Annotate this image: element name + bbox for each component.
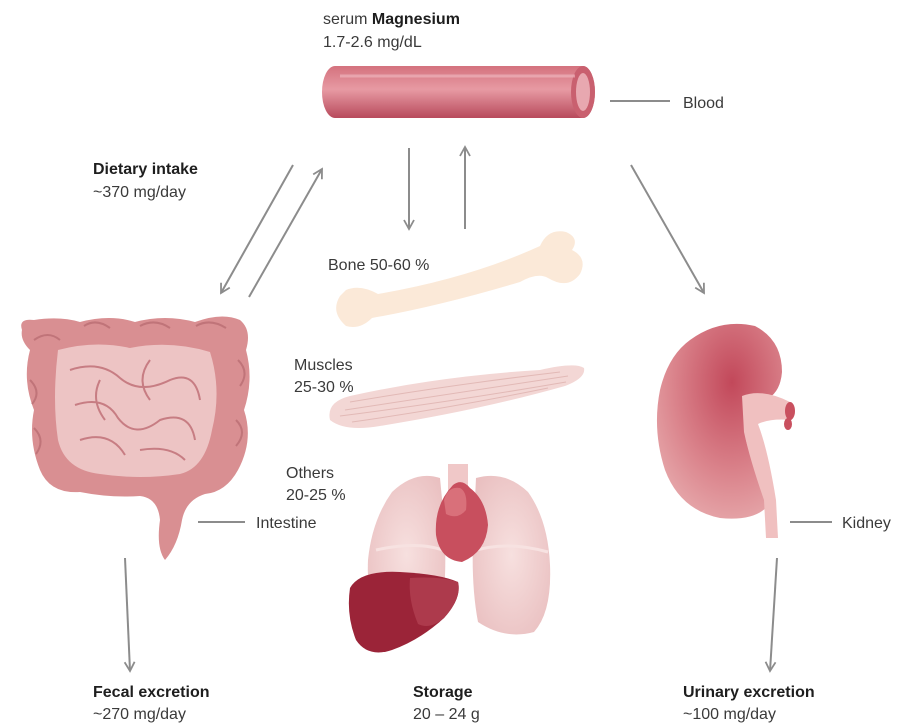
fecal-excretion-value: ~270 mg/day [93,704,186,725]
storage-title: Storage [413,682,473,703]
serum-range: 1.7-2.6 mg/dL [323,32,422,53]
muscles-label: Muscles [294,355,353,376]
serum-magnesium-label: serum Magnesium [323,9,460,30]
storage-value: 20 – 24 g [413,704,480,725]
organs-icon [349,464,550,652]
arrow-intestine-to-blood [249,169,322,297]
intestine-label: Intestine [256,513,316,534]
dietary-intake-title: Dietary intake [93,159,198,180]
intestine-icon [21,316,249,560]
muscle-icon [329,365,584,428]
dietary-intake-value: ~370 mg/day [93,182,186,203]
arrow-blood-to-kidney [631,165,704,293]
arrow-fecal-excretion [125,558,130,671]
urinary-excretion-title: Urinary excretion [683,682,815,703]
blood-label: Blood [683,93,724,114]
arrow-urinary-excretion [770,558,777,671]
arrow-blood-to-intestine [221,165,293,293]
urinary-excretion-value: ~100 mg/day [683,704,776,725]
muscles-value: 25-30 % [294,377,354,398]
kidney-label: Kidney [842,513,891,534]
fecal-excretion-title: Fecal excretion [93,682,210,703]
kidney-icon [657,324,795,538]
others-value: 20-25 % [286,485,346,506]
bone-label: Bone 50-60 % [328,255,429,276]
blood-vessel-icon [322,66,595,118]
bone-icon [336,231,583,327]
serum-prefix: serum [323,11,367,28]
serum-name: Magnesium [372,11,460,28]
others-label: Others [286,463,334,484]
